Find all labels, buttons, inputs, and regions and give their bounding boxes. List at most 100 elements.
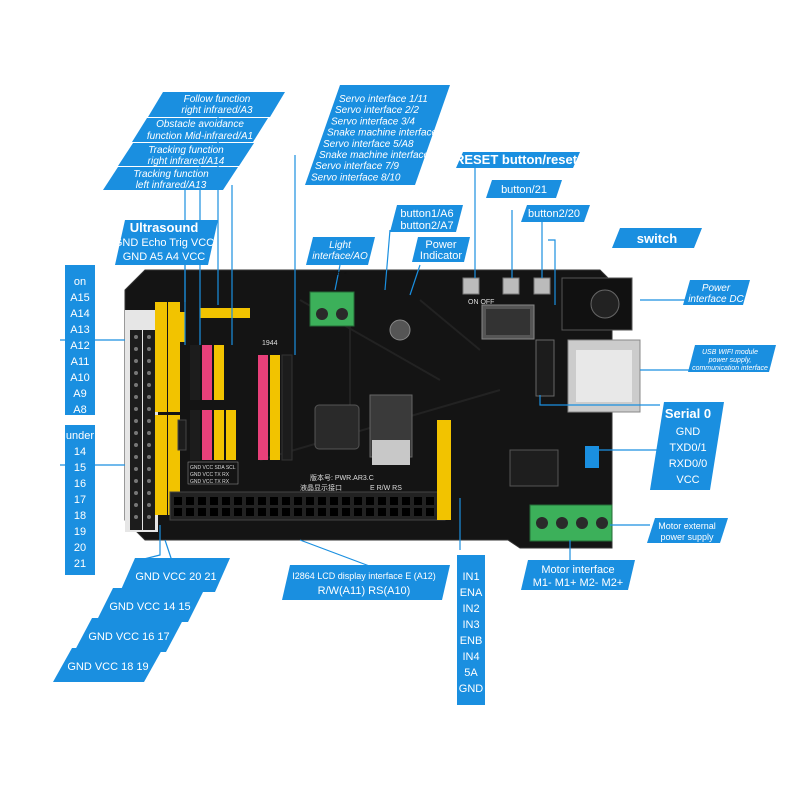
svg-text:Motor external: Motor external [658, 521, 716, 531]
left-under-6: 19 [74, 526, 86, 538]
label-follow-function: Follow function right infrared/A3 [148, 92, 285, 117]
svg-text:RESET button/reset: RESET button/reset [455, 152, 578, 167]
strip-pin [134, 359, 138, 363]
strip-pin [134, 395, 138, 399]
serial-header [535, 339, 555, 397]
left-on-0: on [74, 276, 86, 288]
bottom-pin [342, 497, 350, 505]
strip-pin [134, 455, 138, 459]
tact-buttons [462, 277, 551, 295]
bottom-pin [306, 508, 314, 516]
bottom-pin [186, 497, 194, 505]
label-light-interface: Light interface/AO [306, 237, 375, 265]
strip-pin [147, 371, 151, 375]
svg-text:button2/A7: button2/A7 [400, 220, 453, 232]
bottom-pin [414, 497, 422, 505]
svg-text:power supply,: power supply, [708, 357, 752, 364]
servo-line-7: Servo interface 8/10 [311, 172, 401, 183]
label-obstacle-avoidance: Obstacle avoidance function Mid-infrared… [132, 118, 268, 142]
svg-text:GND VCC 18 19: GND VCC 18 19 [67, 661, 148, 673]
svg-text:GND VCC TX RX: GND VCC TX RX [190, 479, 230, 485]
header-yellow-left-bottom [155, 415, 180, 515]
strip-pin [147, 419, 151, 423]
strip-pin [147, 479, 151, 483]
svg-text:GND VCC 20 21: GND VCC 20 21 [135, 571, 216, 583]
bottom-long-header [169, 491, 446, 521]
servo-line-6: Servo interface 7/9 [315, 161, 399, 172]
label-tracking-right: Tracking function right infrared/A14 [118, 143, 254, 167]
svg-text:left infrared/A13: left infrared/A13 [136, 180, 207, 191]
label-bottom-gnd-2: GND VCC 16 17 [74, 618, 184, 652]
power-inductor [314, 404, 360, 450]
svg-text:I2864 LCD display interface E: I2864 LCD display interface E (A12) [292, 571, 436, 581]
servo-line-0: Servo interface 1/11 [339, 94, 428, 105]
bottom-pin [270, 497, 278, 505]
svg-text:Power: Power [702, 283, 731, 294]
bottom-pin [378, 508, 386, 516]
strip-pin [147, 503, 151, 507]
svg-text:switch: switch [637, 231, 678, 246]
svg-text:power supply: power supply [660, 532, 714, 542]
left-on-5: A11 [71, 356, 90, 368]
svg-text:Tracking function: Tracking function [148, 145, 224, 156]
label-power-dc: Power interface DC [683, 280, 750, 305]
header-yellow-top [200, 308, 250, 318]
servo-line-1: Servo interface 2/2 [335, 105, 419, 116]
strip-pin [147, 347, 151, 351]
regulator-chip [369, 394, 413, 465]
left-under-0: under [66, 430, 94, 442]
strip-pin [147, 431, 151, 435]
svg-text:RXD0/0: RXD0/0 [669, 458, 708, 470]
svg-text:GND A5 A4 VCC: GND A5 A4 VCC [123, 251, 206, 263]
bottom-pin [426, 508, 434, 516]
bottom-pin [294, 508, 302, 516]
serial0-jumper [585, 446, 599, 468]
label-bottom-gnd-1: GND VCC 14 15 [96, 588, 205, 622]
label-lcd-interface: I2864 LCD display interface E (A12) R/W(… [282, 565, 450, 600]
bottom-pin [186, 508, 194, 516]
left-under-2: 15 [74, 462, 86, 474]
bottom-pin [198, 497, 206, 505]
label-power-indicator: Power Indicator [412, 237, 470, 262]
left-on-2: A14 [70, 308, 90, 320]
label-motor-interface: Motor interface M1- M1+ M2- M2+ [521, 560, 635, 590]
left-on-1: A15 [70, 292, 90, 304]
svg-text:Light: Light [329, 240, 352, 251]
svg-text:GND VCC TX RX: GND VCC TX RX [190, 472, 230, 478]
strip-pin [134, 335, 138, 339]
bottom-pin [174, 508, 182, 516]
motor-pin-1: ENA [460, 587, 483, 599]
motor-pin-header [437, 420, 451, 520]
silk-lcd-cn: 液晶显示接口 [300, 483, 342, 492]
strip-pin [147, 455, 151, 459]
dc-jack [561, 277, 633, 331]
left-header-strip [125, 310, 158, 532]
motor-pin-3: IN3 [462, 619, 479, 631]
bottom-pin [402, 508, 410, 516]
svg-text:right infrared/A3: right infrared/A3 [181, 105, 253, 116]
strip-pin [147, 491, 151, 495]
label-bottom-gnd-0: GND VCC 20 21 [120, 558, 230, 592]
capacitor [389, 319, 411, 341]
svg-text:interface/AO: interface/AO [312, 251, 368, 262]
bottom-pin [198, 508, 206, 516]
bottom-pin [258, 497, 266, 505]
bottom-pin [258, 508, 266, 516]
bottom-pin [402, 497, 410, 505]
strip-pin [134, 491, 138, 495]
svg-text:GND Echo Trig VCC: GND Echo Trig VCC [114, 237, 214, 249]
label-usb-wifi: USB WIFI module power supply, communicat… [688, 345, 776, 372]
motor-terminal [529, 504, 613, 542]
bottom-pin [174, 497, 182, 505]
left-under-1: 14 [74, 446, 86, 458]
silkscreen-table: GND VCC SDA SCL GND VCC TX RX GND VCC TX… [187, 461, 239, 485]
svg-text:M1- M1+ M2- M2+: M1- M1+ M2- M2+ [533, 577, 623, 589]
left-on-4: A12 [70, 340, 90, 352]
strip-pin [134, 347, 138, 351]
bottom-pin [270, 508, 278, 516]
svg-text:button1/A6: button1/A6 [400, 208, 453, 220]
svg-text:GND: GND [676, 426, 701, 438]
